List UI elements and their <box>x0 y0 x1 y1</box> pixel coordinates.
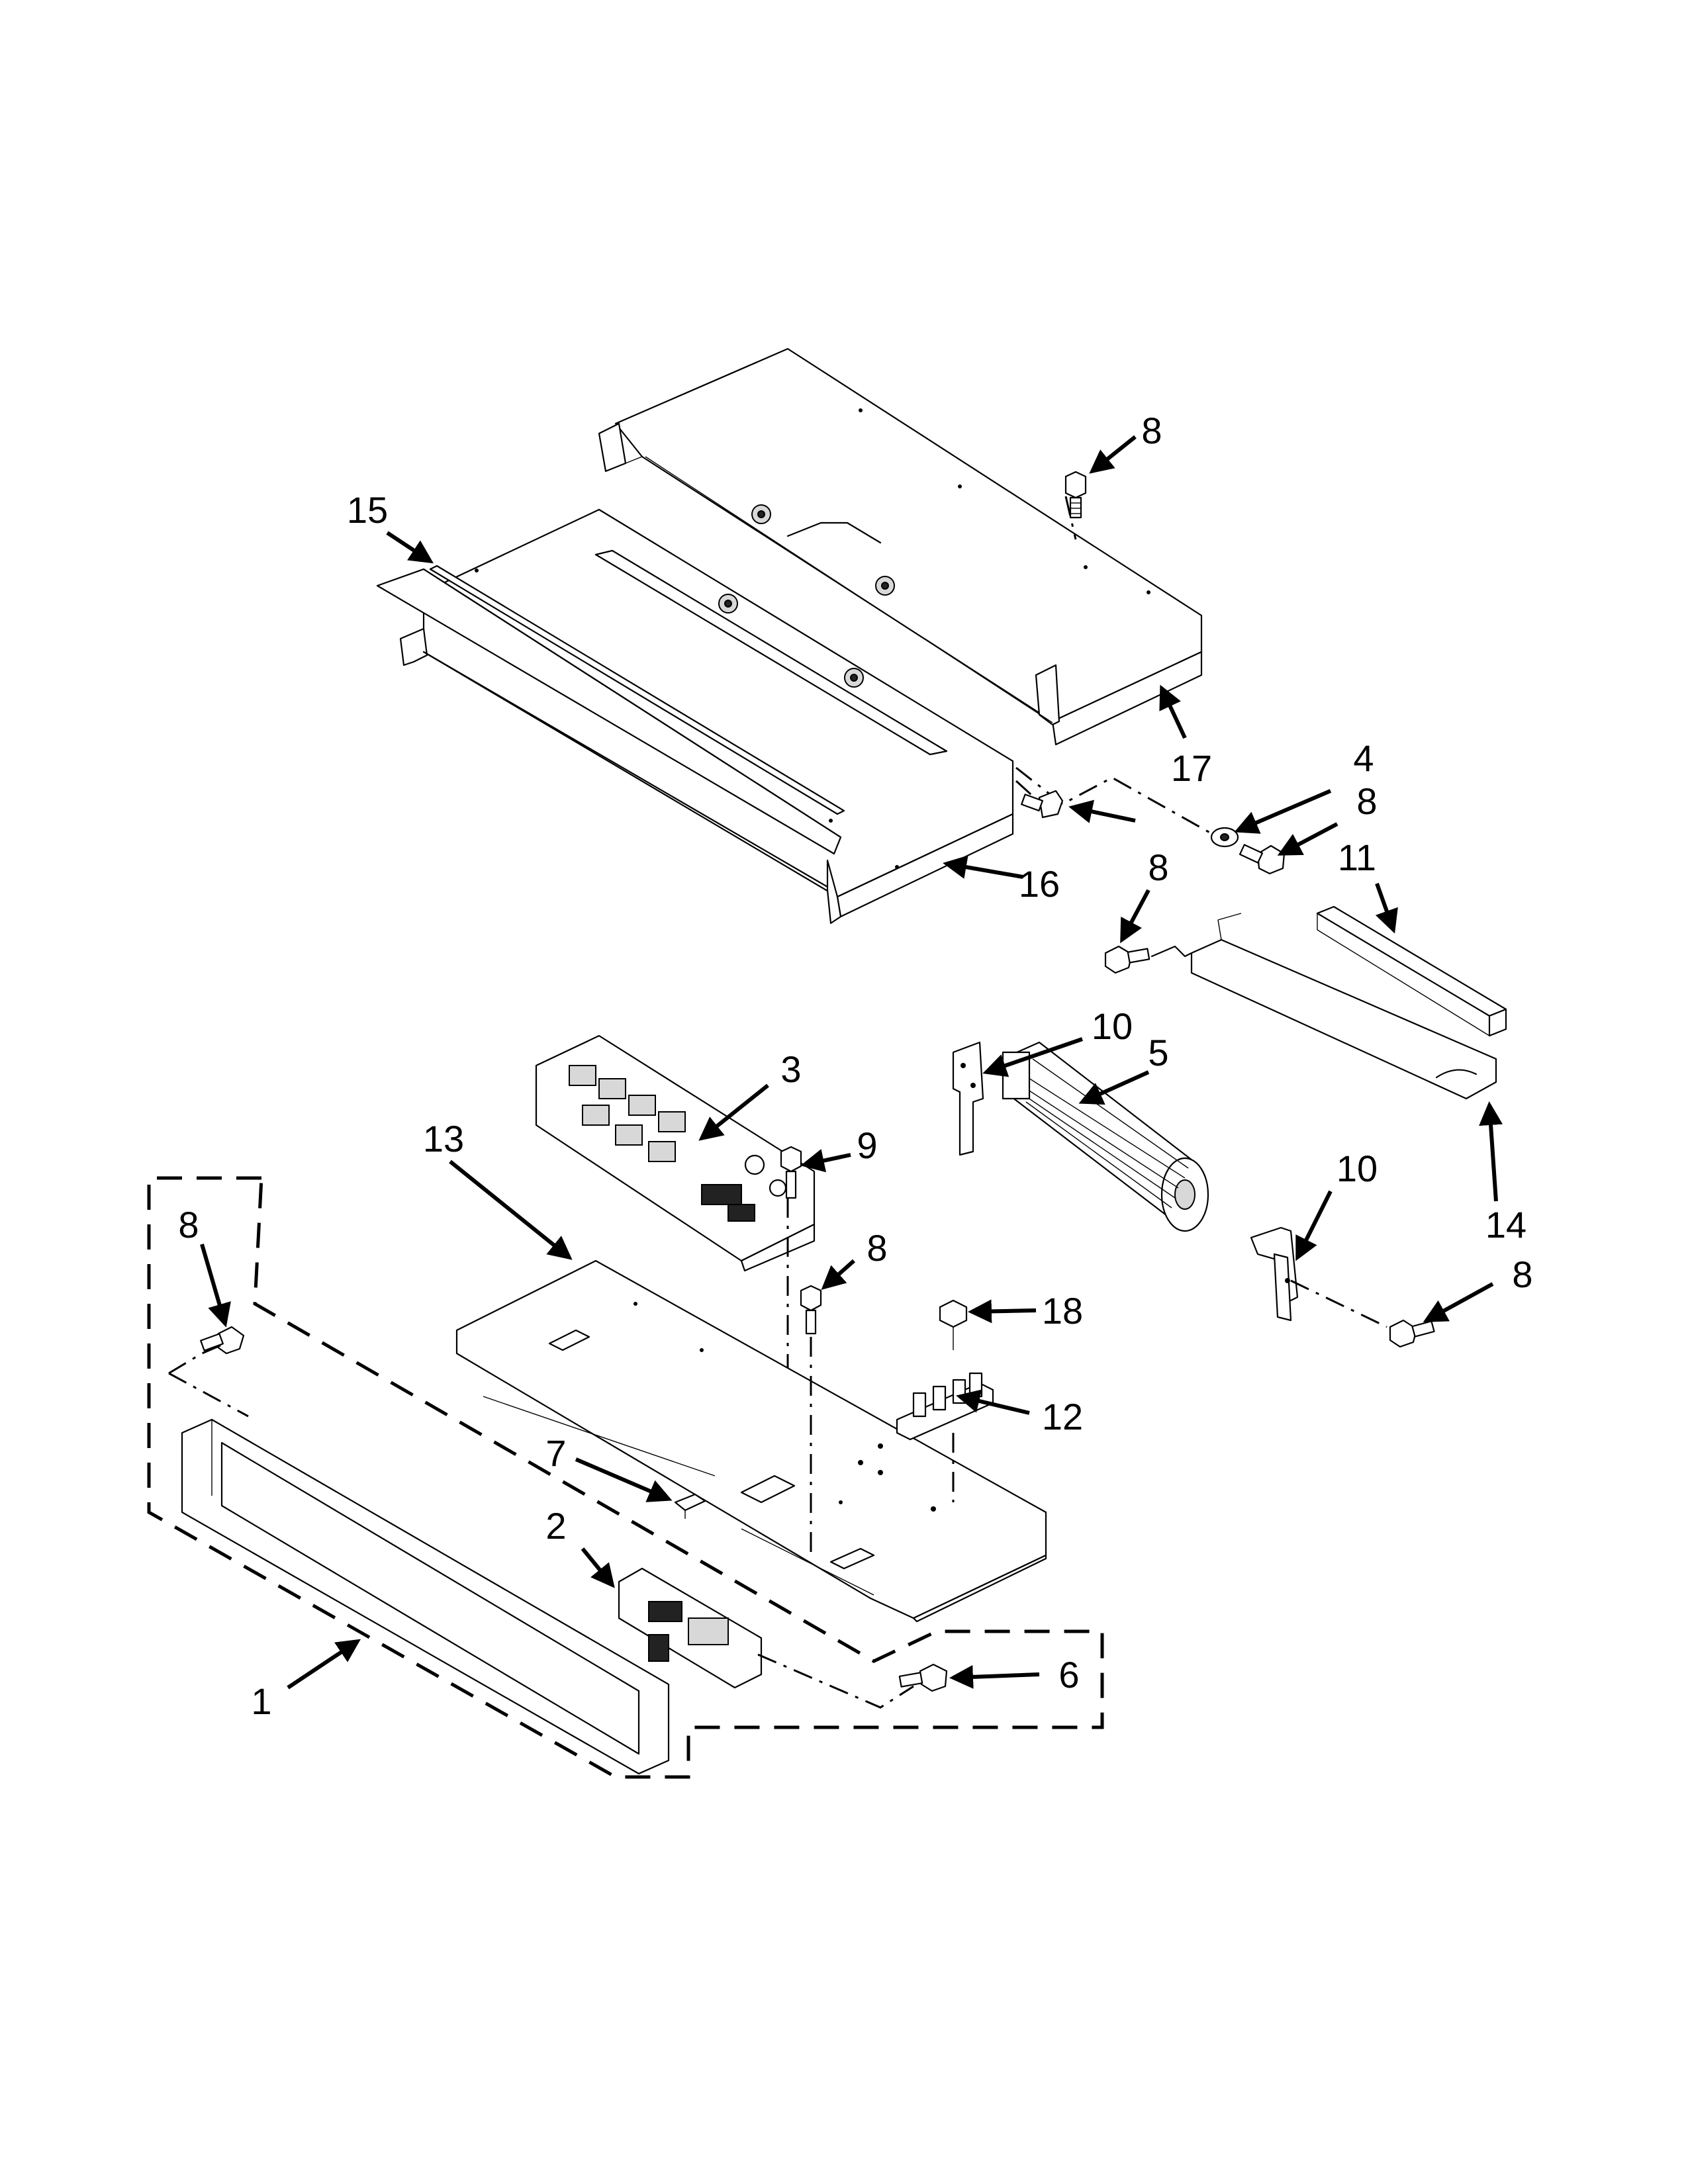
callout-label: 8 <box>1141 410 1162 451</box>
part-2-display-board <box>618 1567 763 1689</box>
part-18-nut <box>939 1299 968 1350</box>
callout-labels: 8 15 17 4 8 11 16 8 10 5 3 9 13 10 14 8 … <box>178 410 1532 1722</box>
screw-part-8 <box>1104 945 1150 974</box>
part-3-relay-board <box>535 1034 816 1272</box>
callout-label: 8 <box>1356 780 1377 822</box>
callout-label: 14 <box>1485 1204 1526 1246</box>
callout-label: 1 <box>251 1680 271 1722</box>
part-14-bracket <box>1150 913 1497 1100</box>
part-1-control-panel-trim <box>181 1418 670 1775</box>
part-10-bracket <box>1250 1226 1299 1322</box>
part-5-blower-fan <box>1002 1041 1209 1232</box>
part-7-clip <box>674 1493 706 1519</box>
part-10-bracket <box>952 1041 984 1156</box>
callout-label: 7 <box>545 1432 566 1474</box>
callout-label: 4 <box>1353 737 1374 779</box>
callout-label: 3 <box>780 1048 801 1090</box>
washer-part-4 <box>1210 827 1239 848</box>
screw-part-8 <box>1021 790 1064 819</box>
callout-label: 10 <box>1092 1005 1133 1047</box>
screw-part-8 <box>800 1285 822 1335</box>
callout-label: 18 <box>1042 1290 1083 1332</box>
part-12-terminal-block <box>896 1372 994 1441</box>
connector-line <box>757 1653 914 1709</box>
callout-label: 9 <box>857 1124 877 1166</box>
part-13-base-plate <box>455 1259 1047 1623</box>
callout-label: 6 <box>1058 1654 1079 1696</box>
callout-label: 15 <box>347 489 388 531</box>
callout-label: 8 <box>178 1204 199 1246</box>
callout-label: 13 <box>423 1118 464 1160</box>
connector-line <box>168 1372 249 1418</box>
connector-line <box>1064 496 1077 540</box>
callout-label: 11 <box>1338 837 1376 878</box>
callout-label: 17 <box>1171 747 1212 789</box>
callout-label: 16 <box>1019 863 1060 905</box>
screw-part-6 <box>898 1663 948 1692</box>
leader-arrows <box>200 435 1503 1690</box>
connector-line <box>1015 766 1219 839</box>
connector-line <box>168 1342 226 1375</box>
connector-line <box>1290 1279 1387 1328</box>
part-11-foam-strip <box>1316 905 1507 1037</box>
screw-part-8 <box>1239 844 1286 875</box>
group-outline <box>147 1176 1104 1779</box>
part-17-upper-cover <box>598 347 1203 746</box>
screw-part-8 <box>1064 471 1087 519</box>
callout-label: 8 <box>1512 1253 1532 1295</box>
callout-label: 12 <box>1042 1396 1083 1437</box>
screw-part-9 <box>780 1146 802 1199</box>
callout-label: 8 <box>867 1227 887 1269</box>
callout-label: 8 <box>1148 846 1168 888</box>
callout-label: 2 <box>545 1505 566 1547</box>
screw-part-8 <box>200 1326 245 1355</box>
callout-label: 5 <box>1148 1032 1168 1073</box>
callout-label: 10 <box>1336 1148 1378 1189</box>
part-16-lower-cover <box>376 508 1014 925</box>
screw-part-8 <box>1389 1319 1435 1348</box>
